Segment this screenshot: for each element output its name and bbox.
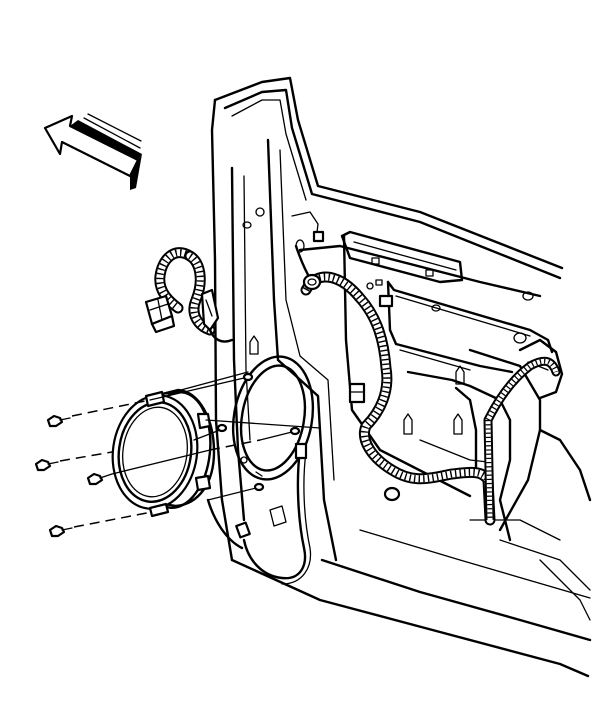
screw-2 (34, 423, 228, 472)
screw-4 (48, 482, 265, 538)
screw-1 (46, 372, 254, 428)
speaker-connector (242, 442, 312, 585)
door-harness-connector (144, 247, 234, 343)
wiring-harness (294, 244, 561, 526)
front-direction-arrow (43, 113, 142, 190)
speaker-opening (231, 355, 315, 481)
speaker (111, 388, 251, 550)
screw-3 (86, 426, 301, 486)
door-inner-panel (210, 76, 592, 678)
speaker-screws (34, 371, 321, 538)
